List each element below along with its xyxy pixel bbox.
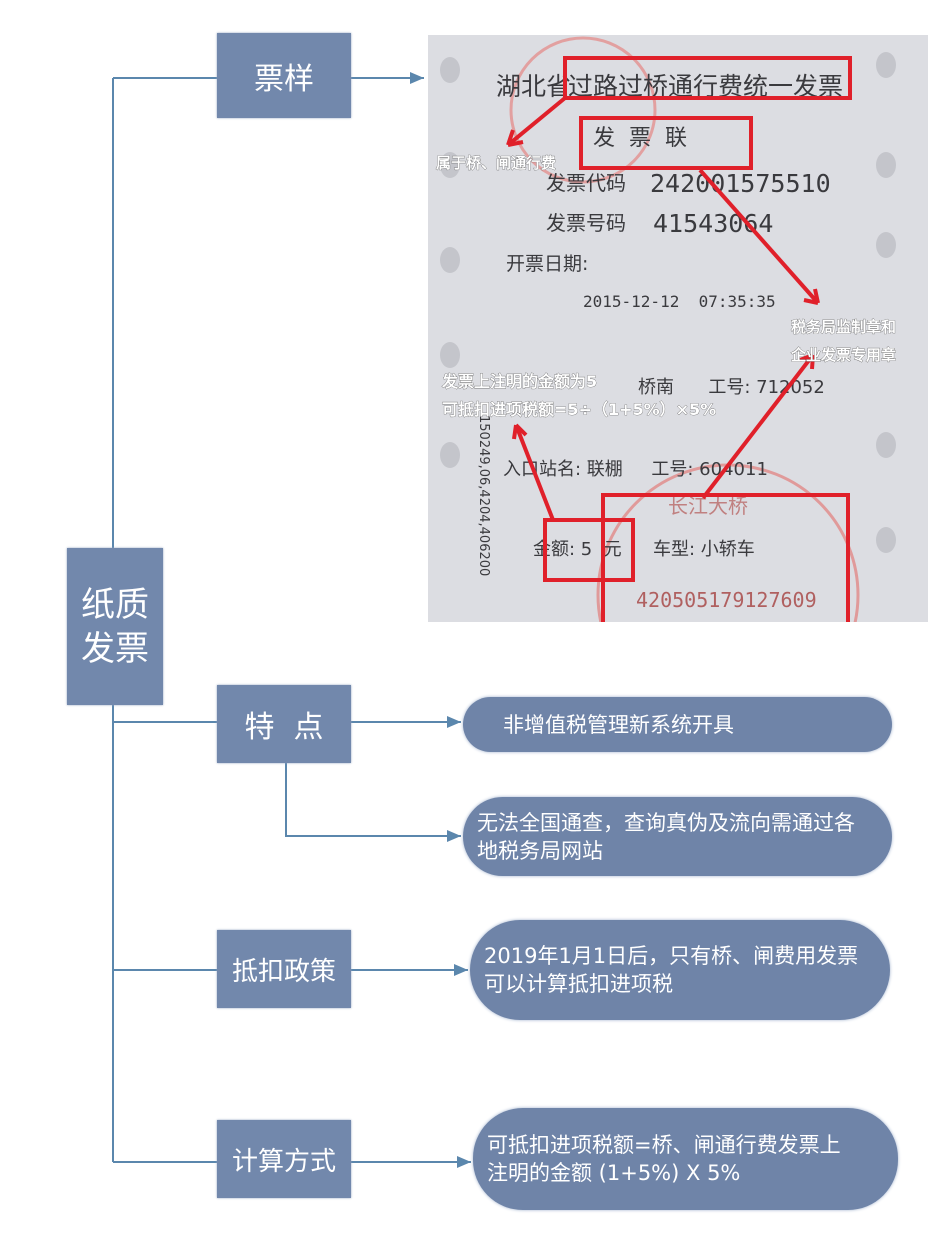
- feature-item-2: 无法全国通查，查询真伪及流向需通过各地税务局网站: [463, 797, 892, 876]
- invoice-number-label: 发票号码: [546, 211, 626, 235]
- feature-item-1: 非增值税管理新系统开具: [463, 697, 892, 752]
- root-label-line2: 发票: [81, 628, 149, 669]
- arrow-feature-2: [285, 763, 461, 842]
- annotation-stamp-line2: 企业发票专用章: [790, 346, 896, 364]
- node-policy: 抵扣政策: [217, 930, 351, 1008]
- invoice-entry-row: 入口站名: 联棚 工号: 604011: [503, 459, 768, 480]
- invoice-date: 2015-12-12 07:35:35: [583, 292, 776, 311]
- root-node: 纸质 发票: [67, 548, 163, 705]
- invoice-title-prefix: 湖北省: [496, 72, 571, 101]
- invoice-date-label: 开票日期:: [506, 253, 588, 275]
- node-sample: 票样: [217, 33, 351, 118]
- invoice-number: 41543064: [653, 209, 773, 238]
- calc-item-line2: 注明的金额 (1+5%) X 5%: [487, 1161, 741, 1185]
- perforation-holes: [440, 52, 896, 553]
- invoice-sample-image: 湖北省 过路过桥通行费统一发票 发 票 联 发票代码 242001575510 …: [428, 35, 928, 622]
- node-policy-label: 抵扣政策: [231, 956, 336, 987]
- node-features-label: 特 点: [244, 710, 324, 745]
- node-calc: 计算方式: [217, 1120, 351, 1198]
- invoice-side-text: 150249,06,4204,406200: [476, 415, 491, 576]
- root-label-line1: 纸质: [81, 584, 149, 625]
- invoice-amount-row: 金额: 5 元: [533, 539, 622, 560]
- policy-item: 2019年1月1日后，只有桥、闸费用发票可以计算抵扣进项税: [470, 920, 890, 1020]
- highlight-boxes: [506, 56, 852, 622]
- calc-item-line1: 可抵扣进项税额=桥、闸通行费发票上: [487, 1133, 841, 1157]
- tax-stamp: [509, 36, 657, 184]
- policy-item-text: 2019年1月1日后，只有桥、闸费用发票可以计算抵扣进项税: [484, 944, 859, 996]
- annotation-amount-line1: 发票上注明的金额为5: [441, 372, 597, 391]
- feature-item-1-text: 非增值税管理新系统开具: [503, 712, 734, 737]
- invoice-copy: 发 票 联: [593, 126, 687, 151]
- feature-item-2-text: 无法全国通查，查询真伪及流向需通过各地税务局网站: [477, 810, 855, 863]
- calc-item: 可抵扣进项税额=桥、闸通行费发票上 注明的金额 (1+5%) X 5%: [473, 1108, 898, 1210]
- node-calc-label: 计算方式: [231, 1146, 336, 1177]
- annotation-type: 属于桥、闸通行费: [436, 154, 556, 172]
- node-features: 特 点: [217, 685, 351, 763]
- invoice-code-label: 发票代码: [546, 171, 626, 195]
- invoice-stamp-number: 420505179127609: [636, 588, 817, 612]
- annotation-amount-line2: 可抵扣进项税额=5÷（1+5%）×5%: [442, 400, 716, 419]
- invoice-stamp-text: 长江大桥: [668, 494, 748, 518]
- invoice-code: 242001575510: [650, 169, 831, 198]
- invoice-station-row: 桥南 工号: 712052: [638, 377, 825, 398]
- annotation-stamp-line1: 税务局监制章和: [791, 318, 896, 336]
- invoice-vehicle-row: 车型: 小轿车: [653, 539, 755, 560]
- node-sample-label: 票样: [254, 61, 314, 97]
